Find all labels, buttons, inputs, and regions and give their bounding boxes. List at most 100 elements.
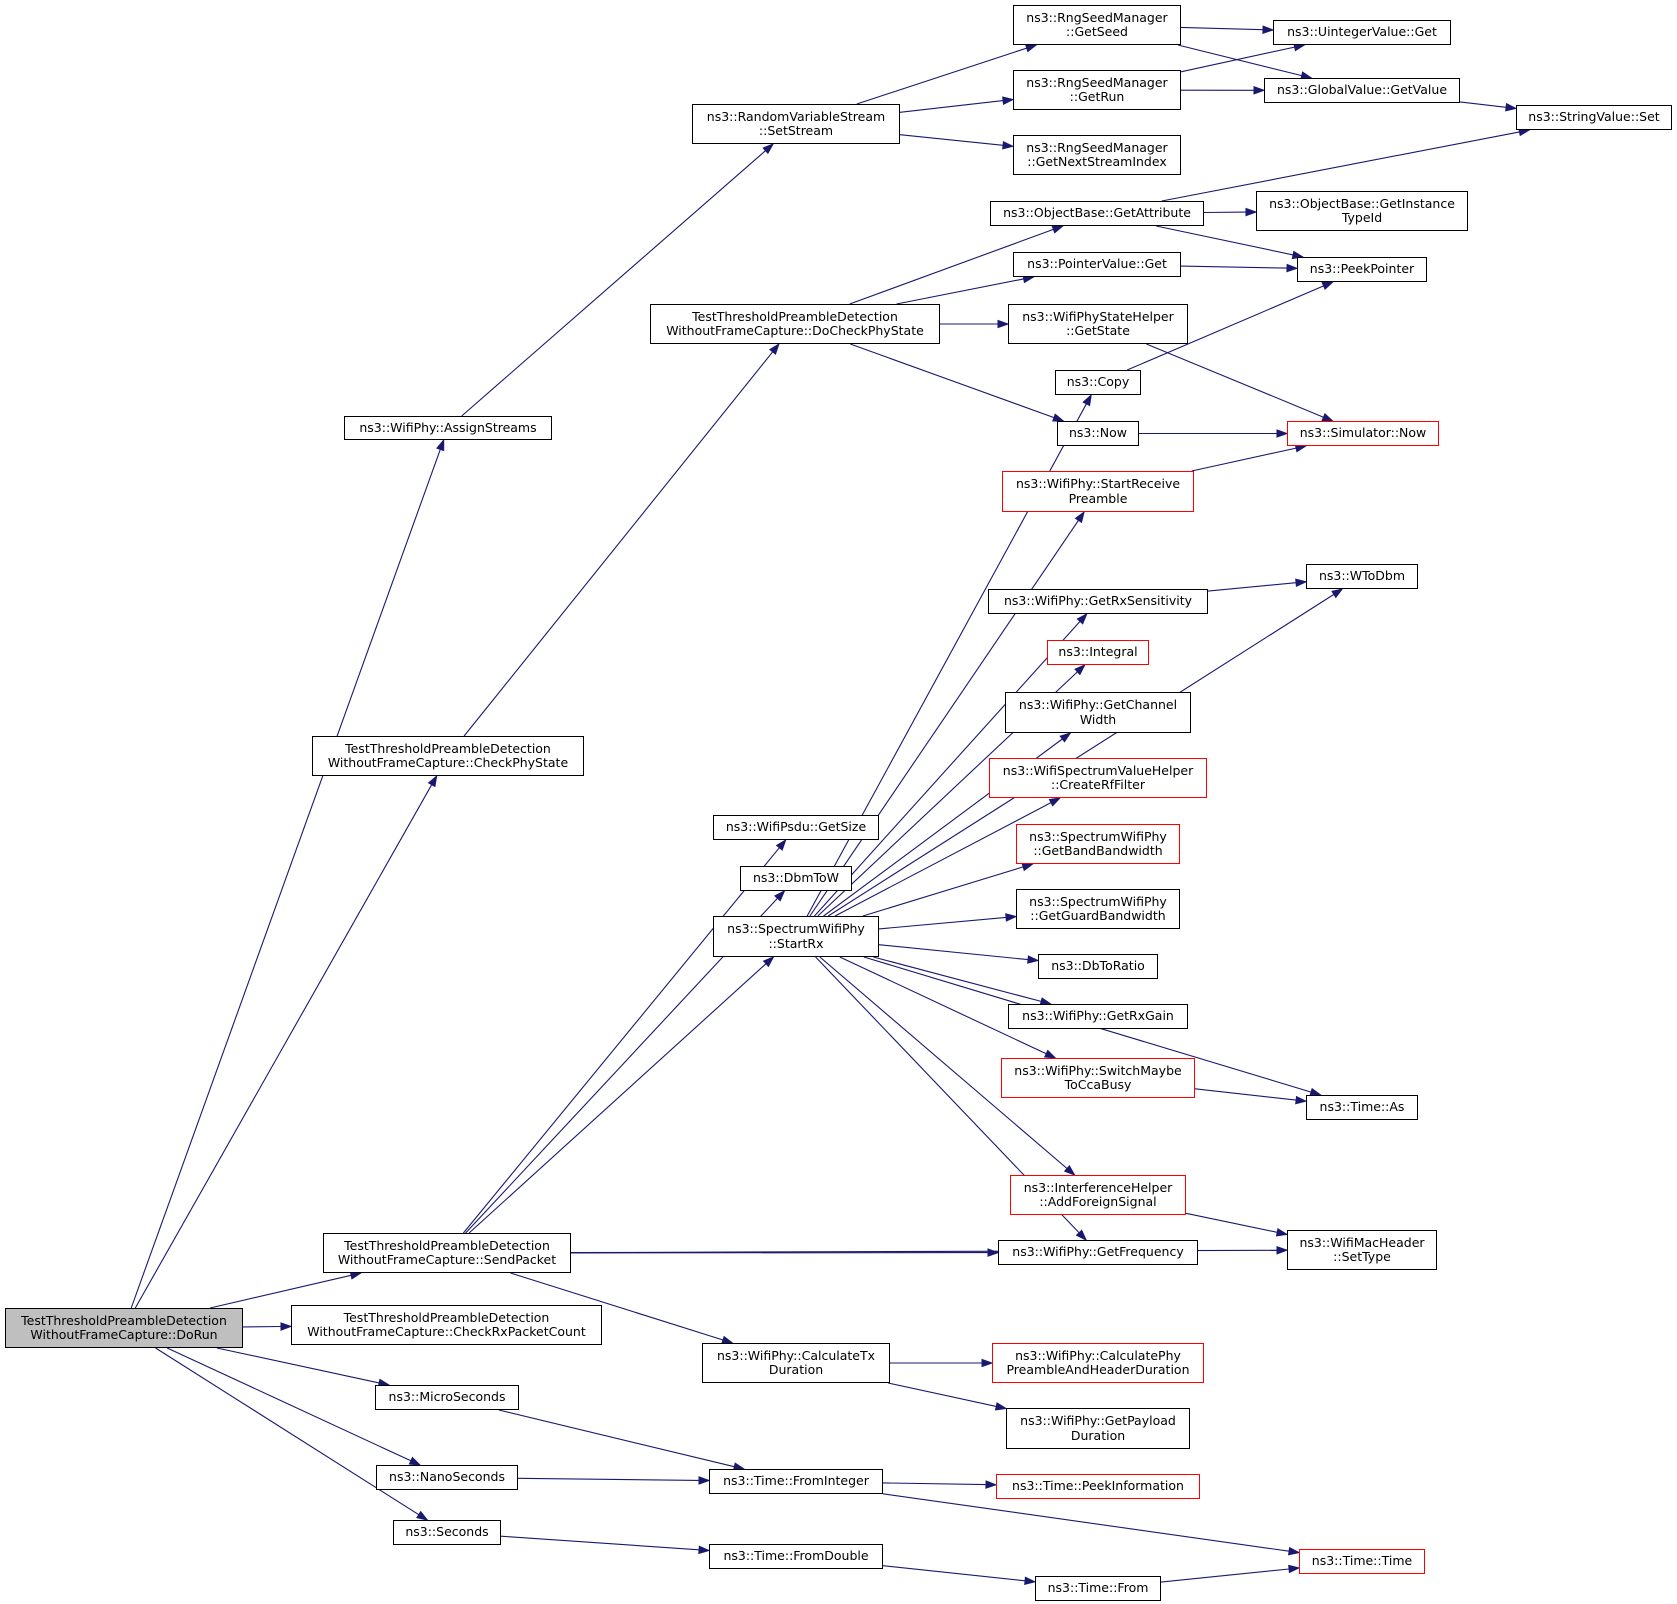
- arrowhead: [416, 1510, 429, 1521]
- node-get-guard-bandwidth[interactable]: ns3::SpectrumWifiPhy ::GetGuardBandwidth: [1016, 889, 1180, 929]
- node-label: ns3::WifiPhy::GetRxGain: [1022, 1008, 1174, 1024]
- node-label: ns3::Time::As: [1319, 1099, 1405, 1115]
- node-label: ns3::SpectrumWifiPhy ::StartRx: [727, 921, 865, 951]
- node-seconds[interactable]: ns3::Seconds: [393, 1520, 501, 1545]
- arrowhead: [769, 342, 780, 355]
- node-get-seed[interactable]: ns3::RngSeedManager ::GetSeed: [1013, 5, 1181, 45]
- arrowhead: [1059, 732, 1072, 743]
- node-time-from-double[interactable]: ns3::Time::FromDouble: [709, 1544, 883, 1569]
- arrowhead: [1027, 955, 1040, 964]
- edge-dorun-to-check_phy_state: [134, 784, 433, 1309]
- node-now[interactable]: ns3::Now: [1057, 421, 1139, 446]
- node-get-state[interactable]: ns3::WifiPhyStateHelper ::GetState: [1008, 304, 1188, 344]
- node-label: ns3::ObjectBase::GetInstance TypeId: [1269, 195, 1455, 225]
- arrowhead: [1002, 140, 1015, 150]
- node-get-band-bandwidth[interactable]: ns3::SpectrumWifiPhy ::GetBandBandwidth: [1016, 824, 1180, 864]
- node-label: ns3::PeekPointer: [1309, 261, 1415, 277]
- edge-time_from_integer-to-time_peek_information: [882, 1482, 987, 1486]
- node-nano-seconds[interactable]: ns3::NanoSeconds: [376, 1465, 518, 1490]
- node-label: ns3::Seconds: [405, 1524, 489, 1540]
- edge-pointer_value_get-to-peek_pointer: [1180, 265, 1288, 269]
- node-label: ns3::WifiPhy::GetFrequency: [1012, 1244, 1184, 1260]
- edge-copy-to-peek_pointer: [1126, 285, 1324, 371]
- node-do-check-phy-state[interactable]: TestThresholdPreambleDetection WithoutFr…: [650, 304, 940, 344]
- node-micro-seconds[interactable]: ns3::MicroSeconds: [375, 1385, 519, 1410]
- arrowhead: [1276, 429, 1289, 438]
- node-get-rx-sensitivity[interactable]: ns3::WifiPhy::GetRxSensitivity: [988, 589, 1208, 614]
- node-w-to-dbm[interactable]: ns3::WToDbm: [1306, 564, 1418, 589]
- node-label: ns3::RngSeedManager ::GetSeed: [1026, 9, 1168, 39]
- node-label: TestThresholdPreambleDetection WithoutFr…: [21, 1312, 227, 1342]
- arrowhead: [1082, 393, 1092, 407]
- node-add-foreign-signal[interactable]: ns3::InterferenceHelper ::AddForeignSign…: [1010, 1175, 1186, 1215]
- node-time-peek-information[interactable]: ns3::Time::PeekInformation: [996, 1474, 1200, 1499]
- node-peek-pointer[interactable]: ns3::PeekPointer: [1297, 257, 1427, 282]
- edge-do_check_phy_state-to-get_attribute: [849, 228, 1054, 305]
- arrowhead: [1275, 1227, 1289, 1237]
- edge-global_value_get_value-to-string_value_set: [1459, 101, 1507, 108]
- edge-start_receive_preamble-to-simulator_now: [1191, 447, 1297, 472]
- node-label: ns3::WifiPhy::GetPayload Duration: [1020, 1413, 1176, 1443]
- arrowhead: [1002, 96, 1015, 105]
- node-simulator-now[interactable]: ns3::Simulator::Now: [1287, 421, 1439, 446]
- arrowhead: [987, 1248, 1000, 1257]
- node-start-rx[interactable]: ns3::SpectrumWifiPhy ::StartRx: [713, 916, 879, 957]
- node-check-rx-packet-count[interactable]: TestThresholdPreambleDetection WithoutFr…: [291, 1305, 602, 1345]
- node-label: ns3::WifiPhyStateHelper ::GetState: [1022, 308, 1174, 338]
- edge-add_foreign_signal-to-mac_header_set_type: [1185, 1212, 1278, 1233]
- node-psdu-get-size[interactable]: ns3::WifiPsdu::GetSize: [713, 815, 879, 840]
- node-pointer-value-get[interactable]: ns3::PointerValue::Get: [1013, 252, 1181, 277]
- edge-do_check_phy_state-to-now: [850, 343, 1055, 419]
- node-label: TestThresholdPreambleDetection WithoutFr…: [327, 740, 569, 770]
- node-label: ns3::WifiSpectrumValueHelper ::CreateRfF…: [1002, 762, 1194, 792]
- node-assign-streams[interactable]: ns3::WifiPhy::AssignStreams: [344, 416, 552, 440]
- node-get-next-stream-index[interactable]: ns3::RngSeedManager ::GetNextStreamIndex: [1013, 135, 1181, 175]
- arrowhead: [981, 1358, 994, 1368]
- node-label: ns3::PointerValue::Get: [1027, 256, 1167, 272]
- node-time-from-integer[interactable]: ns3::Time::FromInteger: [709, 1469, 883, 1494]
- node-string-value-set[interactable]: ns3::StringValue::Set: [1516, 105, 1672, 130]
- arrowhead: [1276, 1245, 1289, 1255]
- node-get-rx-gain[interactable]: ns3::WifiPhy::GetRxGain: [1008, 1004, 1188, 1029]
- node-switch-maybe-to-cca-busy[interactable]: ns3::WifiPhy::SwitchMaybe ToCcaBusy: [1001, 1058, 1195, 1098]
- node-copy[interactable]: ns3::Copy: [1055, 370, 1141, 395]
- node-start-receive-preamble[interactable]: ns3::WifiPhy::StartReceive Preamble: [1002, 471, 1194, 512]
- node-dbm-to-w[interactable]: ns3::DbmToW: [740, 866, 852, 891]
- node-time-time[interactable]: ns3::Time::Time: [1299, 1549, 1425, 1574]
- edge-time_from-to-time_time: [1160, 1568, 1290, 1583]
- arrowhead: [1048, 797, 1062, 807]
- node-get-channel-width[interactable]: ns3::WifiPhy::GetChannel Width: [1005, 692, 1191, 733]
- node-label: TestThresholdPreambleDetection WithoutFr…: [337, 1237, 557, 1267]
- node-time-as[interactable]: ns3::Time::As: [1306, 1095, 1418, 1120]
- node-get-instance-type-id[interactable]: ns3::ObjectBase::GetInstance TypeId: [1256, 191, 1468, 231]
- node-label: ns3::Time::Time: [1311, 1553, 1413, 1569]
- edge-dorun-to-send_packet: [209, 1274, 352, 1309]
- node-label: ns3::RngSeedManager ::GetRun: [1026, 74, 1168, 104]
- arrowhead: [1043, 1049, 1057, 1059]
- node-label: ns3::InterferenceHelper ::AddForeignSign…: [1023, 1179, 1173, 1209]
- node-calc-tx-duration[interactable]: ns3::WifiPhy::CalculateTx Duration: [702, 1343, 890, 1383]
- node-get-frequency[interactable]: ns3::WifiPhy::GetFrequency: [998, 1240, 1198, 1265]
- node-label: ns3::WifiPhy::CalculatePhy PreambleAndHe…: [1006, 1347, 1190, 1377]
- node-create-rf-filter[interactable]: ns3::WifiSpectrumValueHelper ::CreateRfF…: [989, 758, 1207, 798]
- node-global-value-get-value[interactable]: ns3::GlobalValue::GetValue: [1264, 78, 1460, 103]
- node-calc-phy-preamble[interactable]: ns3::WifiPhy::CalculatePhy PreambleAndHe…: [992, 1343, 1204, 1383]
- node-send-packet[interactable]: TestThresholdPreambleDetection WithoutFr…: [323, 1233, 571, 1273]
- node-get-payload-duration[interactable]: ns3::WifiPhy::GetPayload Duration: [1006, 1408, 1190, 1449]
- edge-start_rx-to-w_to_dbm: [827, 593, 1335, 917]
- node-db-to-ratio[interactable]: ns3::DbToRatio: [1038, 954, 1158, 979]
- arrowhead: [1505, 102, 1518, 112]
- node-integral[interactable]: ns3::Integral: [1047, 640, 1149, 665]
- node-label: ns3::Time::PeekInformation: [1012, 1478, 1184, 1494]
- node-uinteger-value-get[interactable]: ns3::UintegerValue::Get: [1273, 20, 1451, 45]
- node-time-from[interactable]: ns3::Time::From: [1035, 1576, 1161, 1601]
- node-get-run[interactable]: ns3::RngSeedManager ::GetRun: [1013, 70, 1181, 110]
- arrowhead: [985, 1480, 998, 1489]
- arrowhead: [1262, 25, 1275, 34]
- arrowhead: [1075, 1229, 1088, 1242]
- node-set-stream[interactable]: ns3::RandomVariableStream ::SetStream: [692, 104, 900, 144]
- node-get-attribute[interactable]: ns3::ObjectBase::GetAttribute: [990, 201, 1204, 226]
- node-dorun[interactable]: TestThresholdPreambleDetection WithoutFr…: [5, 1308, 243, 1348]
- node-check-phy-state[interactable]: TestThresholdPreambleDetection WithoutFr…: [312, 736, 584, 776]
- node-mac-header-set-type[interactable]: ns3::WifiMacHeader ::SetType: [1287, 1230, 1437, 1270]
